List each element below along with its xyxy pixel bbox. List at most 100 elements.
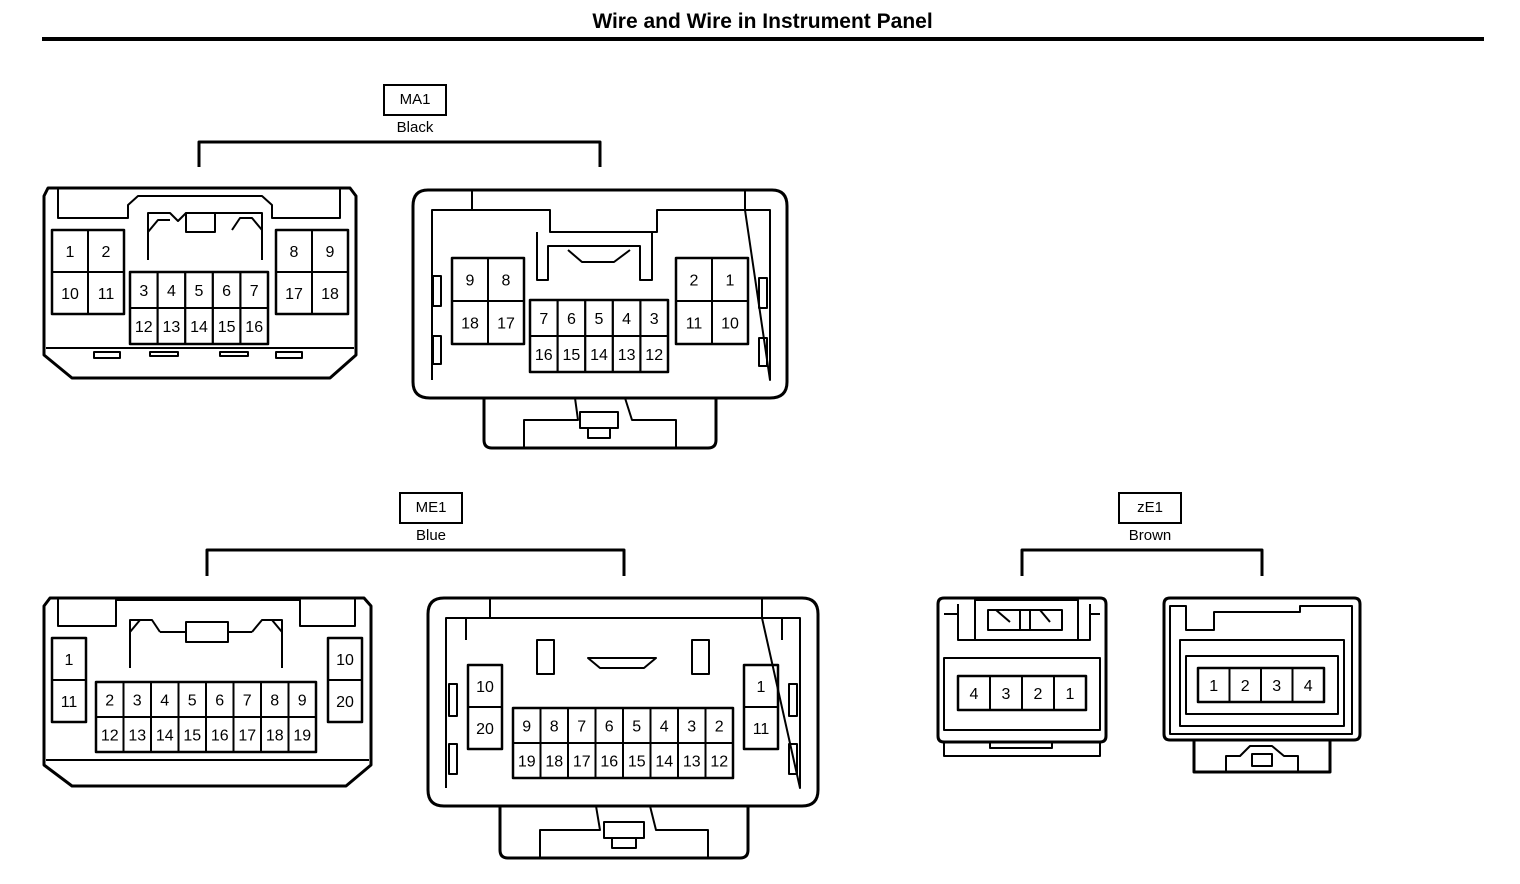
pin-cell bbox=[311, 271, 349, 315]
pin-number: 8 bbox=[550, 719, 559, 736]
pin-number: 6 bbox=[215, 693, 224, 710]
pin-number: 10 bbox=[336, 652, 354, 669]
pin-number: 17 bbox=[285, 286, 303, 303]
page-title: Wire and Wire in Instrument Panel bbox=[592, 10, 933, 33]
pin-number: 7 bbox=[577, 719, 586, 736]
pin-number: 12 bbox=[101, 728, 119, 745]
pin-number: 6 bbox=[222, 283, 231, 300]
pin-cell bbox=[743, 706, 779, 750]
pin-number: 12 bbox=[135, 319, 153, 336]
pin-number: 13 bbox=[618, 347, 636, 364]
pin-number: 3 bbox=[687, 719, 696, 736]
pin-cell bbox=[711, 300, 749, 345]
pin-number: 8 bbox=[270, 693, 279, 710]
me1-female-right-pins: 10 20 bbox=[326, 636, 364, 724]
pin-number: 11 bbox=[753, 721, 770, 738]
pin-number: 1 bbox=[1066, 686, 1075, 703]
bracket-ze1 bbox=[1020, 548, 1264, 576]
pin-number: 9 bbox=[522, 719, 531, 736]
pin-number: 14 bbox=[590, 347, 608, 364]
pin-number: 3 bbox=[133, 693, 142, 710]
pin-number: 6 bbox=[567, 311, 576, 328]
pin-number: 14 bbox=[156, 728, 174, 745]
pin-number: 2 bbox=[715, 719, 724, 736]
pin-number: 15 bbox=[183, 728, 201, 745]
pin-number: 4 bbox=[160, 693, 169, 710]
pin-number: 17 bbox=[497, 316, 515, 333]
pin-cell bbox=[287, 716, 317, 753]
pin-number: 17 bbox=[238, 728, 256, 745]
pin-number: 12 bbox=[710, 754, 728, 771]
pin-number: 10 bbox=[476, 679, 494, 696]
pin-number: 19 bbox=[518, 754, 536, 771]
pin-cell bbox=[467, 706, 503, 750]
pin-number: 11 bbox=[686, 316, 703, 333]
pin-number: 16 bbox=[600, 754, 618, 771]
pin-number: 18 bbox=[321, 286, 339, 303]
pin-number: 1 bbox=[757, 679, 766, 696]
bracket-ma1 bbox=[197, 140, 602, 167]
pin-number: 9 bbox=[298, 693, 307, 710]
pin-number: 11 bbox=[98, 286, 115, 303]
pin-number: 9 bbox=[466, 273, 475, 290]
pin-number: 4 bbox=[970, 686, 979, 703]
pin-number: 14 bbox=[190, 319, 208, 336]
me1-male-right-pins: 111 bbox=[742, 663, 780, 751]
pin-number: 16 bbox=[535, 347, 553, 364]
ma1-female-left-pins: 1 2 10 11 bbox=[50, 228, 126, 316]
me1-female-left-pins: 111 bbox=[50, 636, 88, 724]
me1-male-left-pins: 10 20 bbox=[466, 663, 504, 751]
pin-number: 3 bbox=[139, 283, 148, 300]
pin-number: 19 bbox=[293, 728, 311, 745]
pin-number: 18 bbox=[266, 728, 284, 745]
pin-number: 5 bbox=[632, 719, 641, 736]
pin-number: 15 bbox=[628, 754, 646, 771]
pin-cell bbox=[327, 679, 363, 723]
pin-number: 5 bbox=[188, 693, 197, 710]
pin-number: 16 bbox=[245, 319, 263, 336]
connector-code-ma1: MA1 bbox=[383, 84, 447, 116]
pin-number: 20 bbox=[476, 721, 494, 738]
connector-color-ma1: Black bbox=[396, 119, 434, 136]
pin-number: 1 bbox=[66, 244, 75, 261]
connector-color-me1: Blue bbox=[415, 527, 447, 544]
pin-cell bbox=[87, 271, 125, 315]
pin-number: 3 bbox=[1002, 686, 1011, 703]
connector-color-ze1: Brown bbox=[1128, 527, 1172, 544]
pin-number: 13 bbox=[683, 754, 701, 771]
pin-number: 3 bbox=[1272, 678, 1281, 695]
pin-number: 12 bbox=[645, 347, 663, 364]
pin-cell bbox=[239, 307, 269, 345]
pin-number: 4 bbox=[167, 283, 176, 300]
pin-number: 2 bbox=[102, 244, 111, 261]
pin-number: 13 bbox=[163, 319, 181, 336]
pin-number: 9 bbox=[326, 244, 335, 261]
pin-number: 10 bbox=[721, 316, 739, 333]
pin-cell bbox=[639, 335, 670, 373]
pin-number: 11 bbox=[61, 694, 78, 711]
pin-cell bbox=[487, 300, 525, 345]
connector-code-ze1: zE1 bbox=[1118, 492, 1182, 524]
pin-number: 5 bbox=[195, 283, 204, 300]
pin-number: 10 bbox=[61, 286, 79, 303]
bracket-me1 bbox=[205, 548, 626, 576]
pin-number: 20 bbox=[336, 694, 354, 711]
pin-number: 7 bbox=[243, 693, 252, 710]
pin-number: 2 bbox=[690, 273, 699, 290]
pin-number: 6 bbox=[605, 719, 614, 736]
pin-number: 1 bbox=[65, 652, 74, 669]
pin-number: 13 bbox=[128, 728, 146, 745]
connector-code-me1: ME1 bbox=[399, 492, 463, 524]
pin-number: 1 bbox=[1209, 678, 1218, 695]
